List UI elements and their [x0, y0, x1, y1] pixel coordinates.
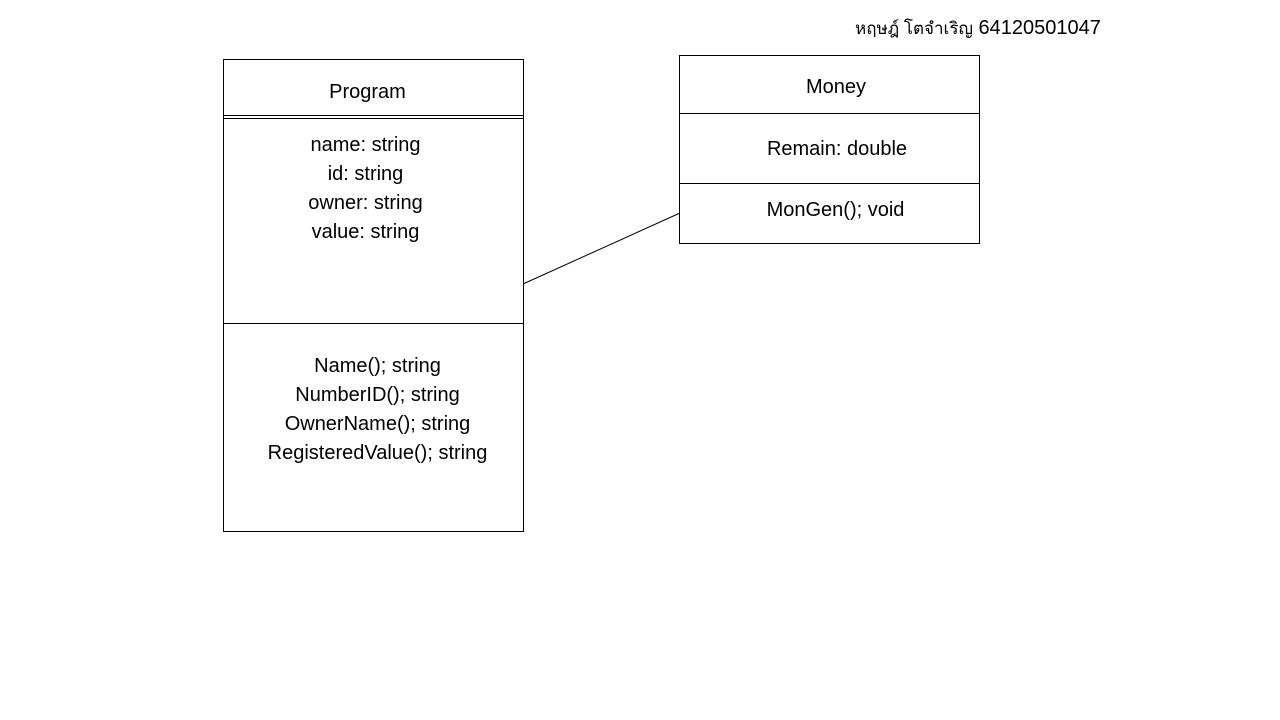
program-attribute: id: string — [327, 163, 404, 185]
money-method: MonGen(); void — [766, 199, 905, 221]
program-attribute: name: string — [310, 134, 421, 156]
program-methods: Name(); string NumberID(); string OwnerN… — [232, 352, 523, 468]
author-label: หฤษฎ์ โตจำเริญ 64120501047 — [855, 15, 1115, 42]
program-method: RegisteredValue(); string — [267, 442, 488, 464]
program-name-divider-1 — [224, 115, 523, 116]
money-attribute: Remain: double — [766, 138, 908, 160]
money-class-box: Money Remain: double MonGen(); void — [679, 55, 980, 244]
program-method: OwnerName(); string — [284, 413, 471, 435]
program-method: NumberID(); string — [295, 384, 460, 406]
program-method: Name(); string — [314, 355, 441, 377]
program-class-box: Program name: string id: string owner: s… — [223, 59, 524, 532]
money-name-divider — [680, 113, 979, 114]
program-attribute: owner: string — [308, 192, 423, 214]
money-class-name: Money — [805, 76, 867, 98]
program-attribute: value: string — [311, 221, 420, 243]
program-name-divider-2 — [224, 118, 523, 119]
author-name: หฤษฎ์ โตจำเริญ — [855, 19, 973, 38]
money-attr-divider — [680, 183, 979, 184]
money-methods: MonGen(); void — [692, 196, 979, 225]
program-attributes: name: string id: string owner: string va… — [208, 131, 523, 247]
author-student-id: 64120501047 — [978, 17, 1101, 39]
program-attr-divider — [224, 323, 523, 324]
program-class-name: Program — [329, 81, 406, 103]
money-attributes: Remain: double — [695, 135, 979, 164]
